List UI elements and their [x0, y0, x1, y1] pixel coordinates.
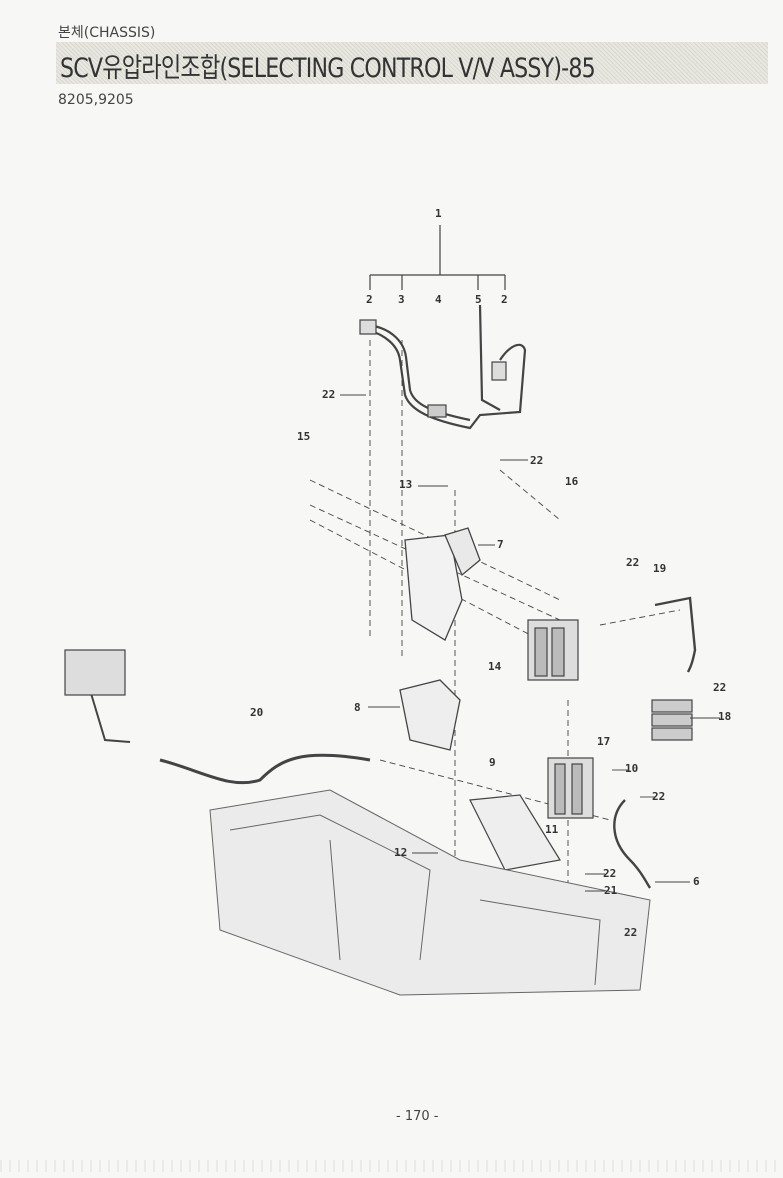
- transmission-housing: [209, 789, 651, 996]
- callout-21: 21: [604, 884, 618, 897]
- control-valve-lower: [547, 757, 594, 819]
- callout-15: 15: [297, 430, 311, 443]
- callout-3: 3: [398, 293, 405, 306]
- callout-17: 17: [597, 735, 611, 748]
- page-title: SCV유압라인조합(SELECTING CONTROL V/V ASSY)-85: [60, 53, 596, 84]
- pipe-6: [613, 799, 652, 889]
- callout-8: 8: [354, 701, 361, 714]
- callout-22: 22: [626, 556, 640, 569]
- callout-22: 22: [603, 867, 617, 880]
- callout-16: 16: [565, 475, 579, 488]
- model-numbers: 8205,9205: [58, 92, 134, 108]
- callout-22: 22: [530, 454, 544, 467]
- hose-20: [159, 753, 371, 785]
- callout-6: 6: [693, 875, 700, 888]
- callout-22: 22: [652, 790, 666, 803]
- elbow-fitting-right: [491, 361, 507, 381]
- section-label: 본체(CHASSIS): [58, 25, 156, 41]
- callout-22: 22: [624, 926, 638, 939]
- callout-7: 7: [497, 538, 504, 551]
- callout-2: 2: [501, 293, 508, 306]
- assembly-bracket: [369, 225, 506, 290]
- scan-noise: [0, 1160, 783, 1172]
- callout-2: 2: [366, 293, 373, 306]
- bracket-plate: [404, 527, 481, 641]
- callout-12: 12: [394, 846, 408, 859]
- callout-18: 18: [718, 710, 732, 723]
- pipe-nut: [427, 404, 447, 418]
- page-number: - 170 -: [396, 1109, 439, 1124]
- callout-20: 20: [250, 706, 264, 719]
- callout-19: 19: [653, 562, 667, 575]
- callout-10: 10: [625, 762, 639, 775]
- quick-couplers: [651, 699, 693, 741]
- callout-22: 22: [713, 681, 727, 694]
- title-bar: [56, 42, 768, 84]
- callout-13: 13: [399, 478, 413, 491]
- cover-plate: [399, 679, 461, 751]
- callout-11: 11: [545, 823, 559, 836]
- callout-4: 4: [435, 293, 442, 306]
- callout-5: 5: [475, 293, 482, 306]
- hose-20-end: [89, 689, 131, 743]
- pipe-19: [654, 596, 697, 673]
- callout-22: 22: [322, 388, 336, 401]
- elbow-fitting-left: [359, 319, 377, 335]
- steering-unit: [64, 649, 126, 696]
- control-valve-upper: [527, 619, 579, 681]
- callout-1: 1: [435, 207, 442, 220]
- callout-9: 9: [489, 756, 496, 769]
- bracket-9: [469, 794, 561, 871]
- callout-14: 14: [488, 660, 502, 673]
